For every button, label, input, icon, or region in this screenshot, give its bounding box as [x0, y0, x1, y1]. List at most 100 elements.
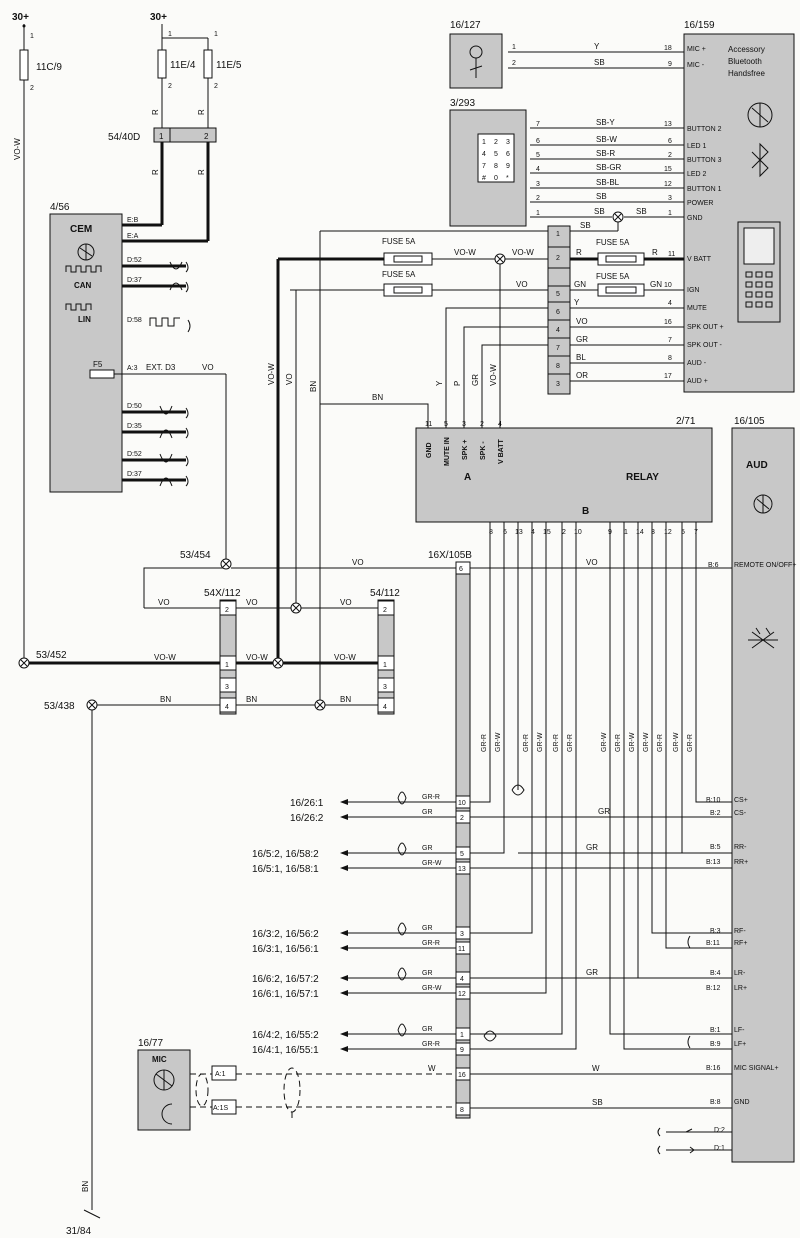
relay-side-a: A	[464, 472, 471, 483]
wire-color: VO	[340, 598, 352, 607]
wire-color: GR-W	[422, 985, 442, 992]
wire-color: GR-W	[422, 860, 442, 867]
connector-5440d-label: 54/40D	[108, 132, 140, 143]
wire-color: GR-W	[537, 732, 544, 752]
pin: 18	[664, 45, 672, 52]
pin: 16	[458, 1072, 466, 1079]
power-amp-icon	[748, 627, 778, 649]
aud-id: 16/105	[734, 416, 765, 427]
pin: B:12	[706, 985, 721, 992]
pin: 7	[668, 337, 672, 344]
pin-label: BUTTON 3	[687, 157, 722, 164]
speaker-ref: 16/3:2, 16/56:2	[252, 929, 319, 940]
wire-color: GR	[586, 843, 598, 852]
wire-color: SB	[596, 192, 607, 201]
wire-color: BN	[340, 695, 351, 704]
pin: D:2	[714, 1127, 725, 1134]
pin: B:5	[710, 844, 721, 851]
pin: 3	[556, 381, 560, 388]
pin: 1	[668, 210, 672, 217]
pin-label: SPK OUT -	[687, 342, 723, 349]
fuse-f5	[89, 369, 115, 379]
pin: 3	[462, 421, 466, 428]
speaker-colors: GR-R GR GR GR-W GR GR-R GR GR-W GR GR-R	[422, 794, 442, 1048]
wire-color: BL	[576, 353, 586, 362]
wire-color: SB	[594, 207, 605, 216]
pin: B:1	[710, 1027, 721, 1034]
pin: 4	[556, 327, 560, 334]
pin: 13	[515, 529, 523, 536]
wire-color: BN	[309, 381, 318, 392]
pin-label: AUD +	[687, 378, 708, 385]
aud-pins: B:6 REMOTE ON/OFF+ B:10 CS+ B:2 CS- B:5 …	[706, 562, 796, 1152]
wire-color: GR	[576, 335, 588, 344]
pin-label: MIC -	[687, 62, 705, 69]
wire-color: VO-W	[246, 653, 268, 662]
pin: 4	[531, 529, 535, 536]
mic-icon	[161, 1103, 173, 1125]
pin: B:8	[710, 1099, 721, 1106]
pin: 4	[460, 976, 464, 983]
pin: B:11	[706, 940, 720, 947]
wire-color: VO-W	[454, 248, 476, 257]
pin: 9	[668, 61, 672, 68]
cem-pin: D:58	[127, 317, 142, 324]
wire-color: VO	[202, 363, 214, 372]
pin-label: RF-	[734, 928, 746, 935]
connector-pin: 1	[159, 132, 164, 141]
pin: 4	[383, 704, 387, 711]
wire-color: GR	[586, 968, 598, 977]
pin: B:9	[710, 1041, 721, 1048]
pin-label: V BATT	[687, 256, 712, 263]
pin-label: LR-	[734, 970, 746, 977]
pin-label: BUTTON 2	[687, 126, 722, 133]
wire-color: SB-W	[596, 135, 617, 144]
bluetooth-title: Bluetooth	[728, 57, 762, 66]
wire-color: VO	[285, 373, 294, 385]
keypad-keys: 1 2 3 4 5 6 7 8 9 # 0 *	[477, 133, 515, 183]
pin-label: SPK -	[480, 441, 487, 460]
wire-color: R	[652, 248, 658, 257]
supply-label-2: 30+	[150, 12, 167, 23]
wire-color: R	[197, 169, 206, 175]
pin-label: MIC SIGNAL+	[734, 1065, 779, 1072]
fuse-11e4-label: 11E/4	[170, 60, 196, 71]
pin: B:10	[706, 797, 721, 804]
wire-color: P	[453, 381, 462, 386]
pin: B:2	[710, 810, 721, 817]
fuse-label: FUSE 5A	[596, 272, 630, 281]
pin-label: CS-	[734, 810, 747, 817]
cem-pin: D:37	[127, 471, 142, 478]
wire-color: VO-W	[13, 138, 22, 160]
wire-color: Y	[594, 42, 600, 51]
pin: 1	[225, 662, 229, 669]
pin: 16	[664, 319, 672, 326]
pin-label: LED 1	[687, 143, 707, 150]
speaker-ref: 16/6:1, 16/57:1	[252, 989, 319, 1000]
wire-color: OR	[576, 371, 588, 380]
bluetooth-title: Handsfree	[728, 69, 765, 78]
pin: 3	[383, 684, 387, 691]
relay-bottom-pins: 8 6 13 4 15 2 10 9 1 14 3 12 5 7	[489, 529, 698, 536]
pin: 1	[512, 44, 516, 51]
wire-color: GR-R	[553, 734, 560, 752]
fuse-label: FUSE 5A	[382, 237, 416, 246]
fuse-5a	[383, 252, 433, 266]
wire-color: GR-R	[687, 734, 694, 752]
wire-color: Y	[435, 380, 444, 386]
cem-pin: E:B	[127, 217, 139, 224]
pin-label: SPK OUT +	[687, 324, 724, 331]
keypad-key: 0	[494, 175, 498, 182]
keypad-key: 2	[494, 139, 498, 146]
keypad-key: #	[482, 175, 486, 182]
can-signal-icon	[65, 265, 102, 273]
conn-54-id: 54/112	[370, 588, 400, 599]
pin: 3	[460, 931, 464, 938]
wire-color: R	[151, 169, 160, 175]
pin: 4	[225, 704, 229, 711]
pin-label: RF+	[734, 940, 747, 947]
speaker-outputs: 16/26:1 16/26:2 16/5:2, 16/58:2 16/5:1, …	[252, 798, 324, 1056]
pin: 4	[498, 421, 502, 428]
